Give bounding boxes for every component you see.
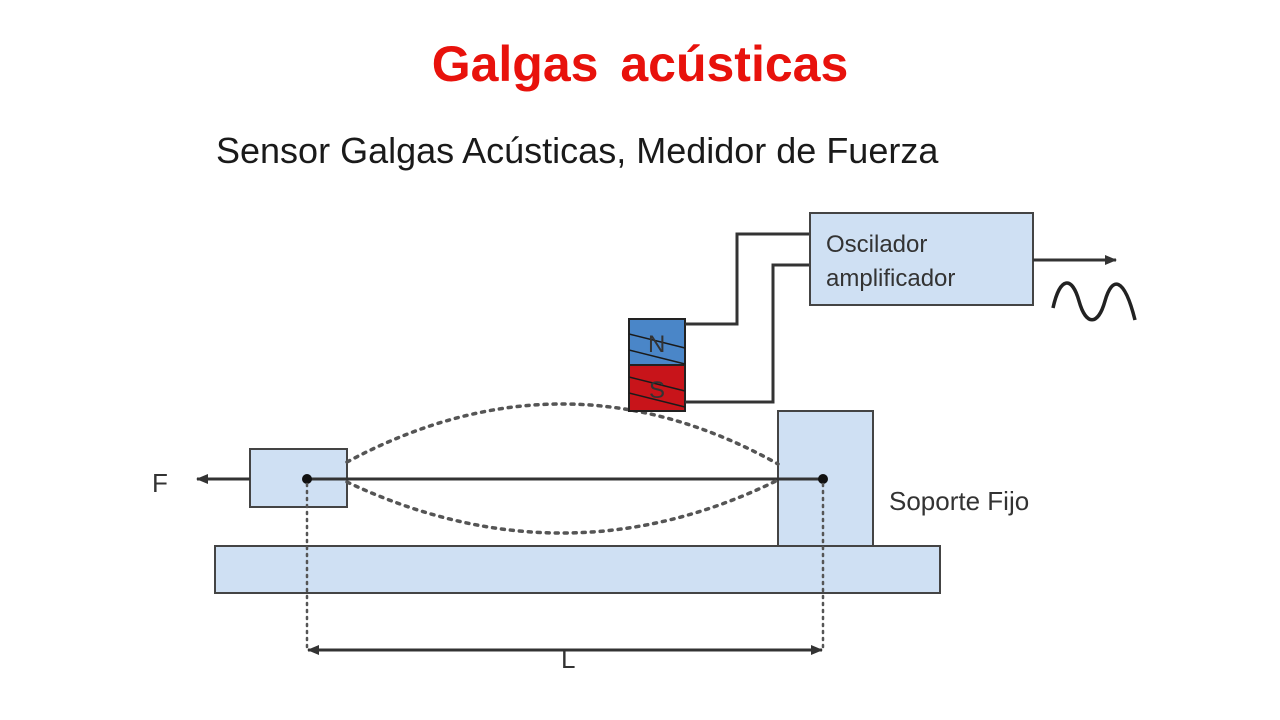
slide-subtitle: Sensor Galgas Acústicas, Medidor de Fuer… <box>216 130 939 171</box>
magnet-south-label: S <box>649 377 665 404</box>
oscillator-label-line2: amplificador <box>826 265 955 292</box>
wire-end-left <box>302 474 312 484</box>
oscillator-amplifier-box <box>809 212 1034 306</box>
coil-wire-lower <box>685 263 810 404</box>
coil-wire-upper <box>685 232 810 326</box>
output-signal-wave <box>1051 281 1137 322</box>
magnet: N S <box>628 318 686 412</box>
base-plate <box>214 545 941 594</box>
oscillator-label-line1: Oscilador <box>826 231 927 258</box>
wire-end-right <box>818 474 828 484</box>
support-label: Soporte Fijo <box>889 486 1029 516</box>
vibration-upper-curve <box>345 402 780 466</box>
vibration-lower-curve <box>345 478 780 535</box>
magnet-north-label: N <box>648 331 665 358</box>
force-label: F <box>152 468 168 498</box>
length-label: L <box>561 644 575 674</box>
slide-title: Galgas acústicas <box>431 36 849 92</box>
